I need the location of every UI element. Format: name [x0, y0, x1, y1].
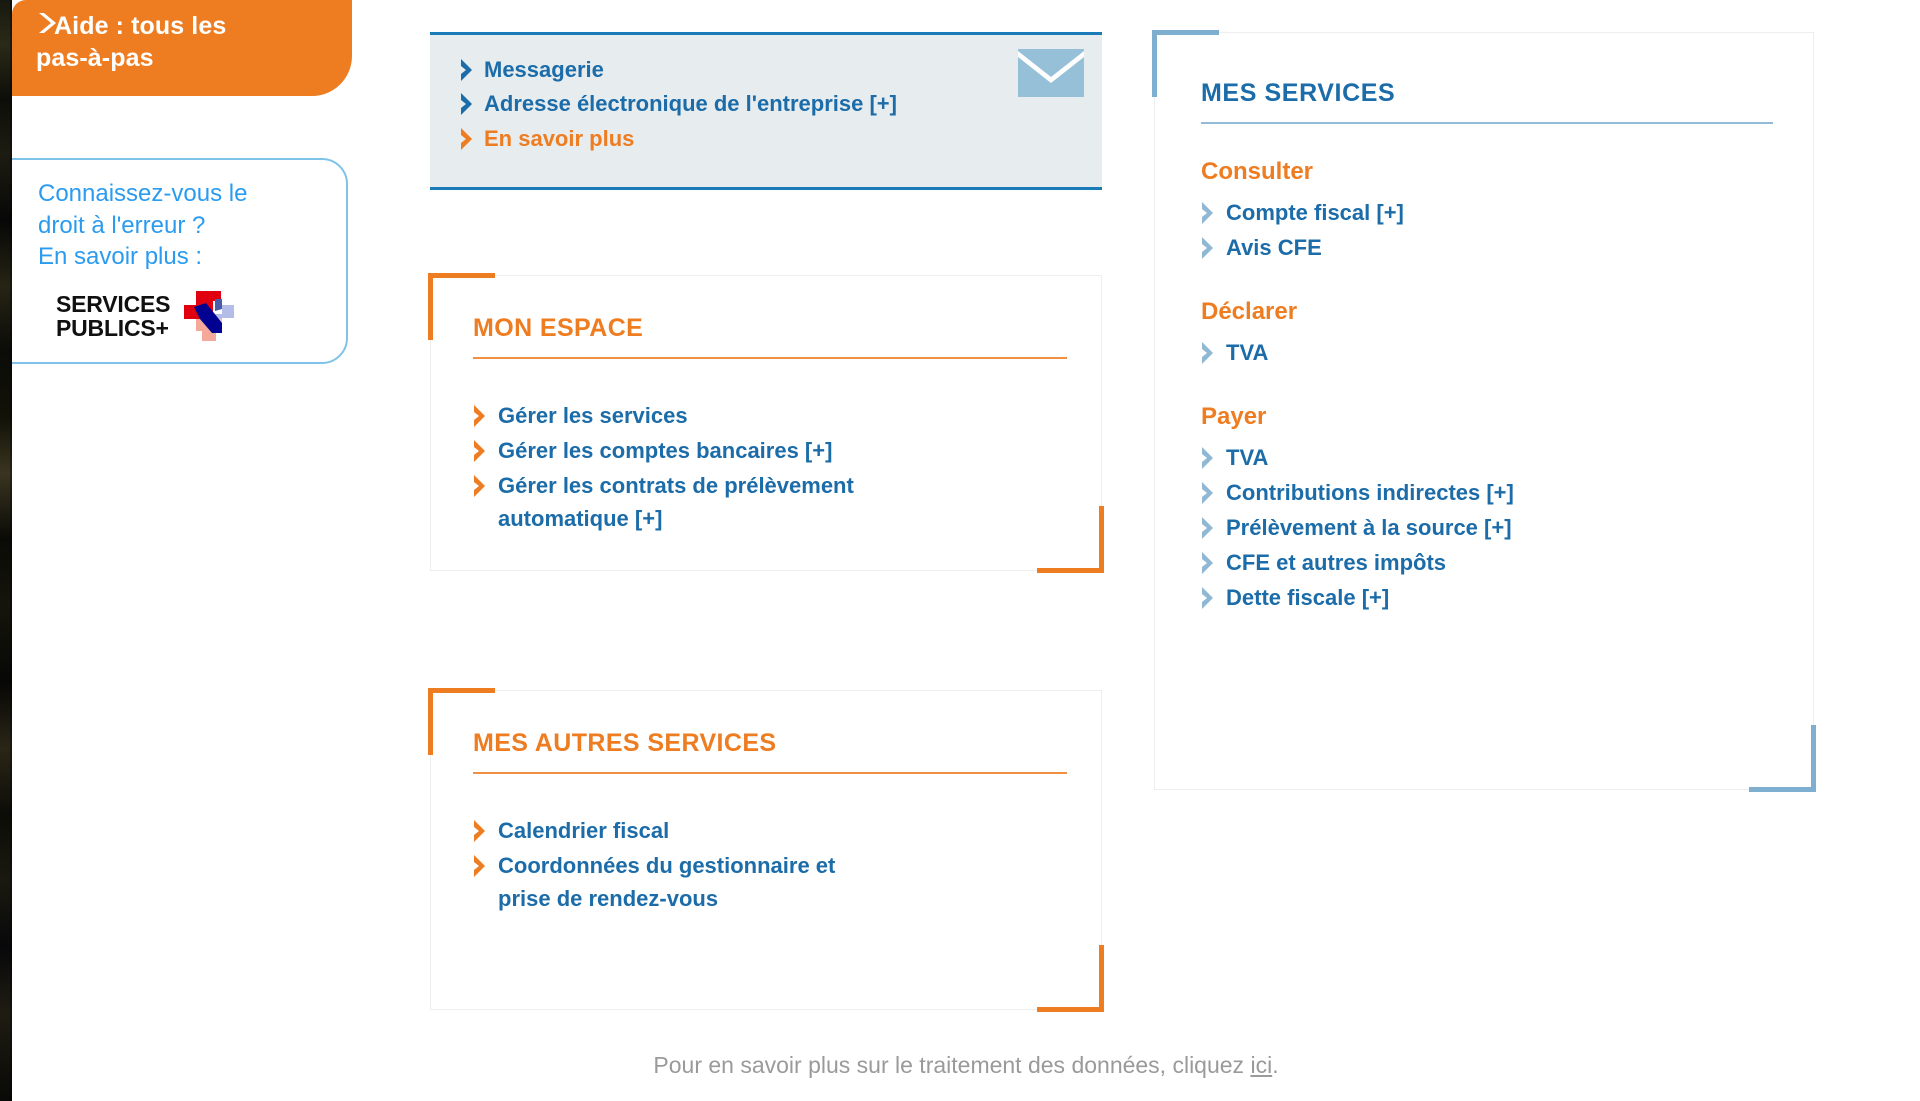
mes-services-item-label: TVA — [1226, 340, 1269, 365]
mon-espace-rule — [473, 357, 1067, 359]
mon-espace-link-list: Gérer les services Gérer les comptes ban… — [473, 399, 1067, 535]
messaging-item-2[interactable]: En savoir plus — [460, 122, 1080, 155]
mes-services-group-heading: Payer — [1201, 403, 1267, 430]
mes-services-item-declarer-0[interactable]: TVA — [1201, 336, 1773, 369]
mon-espace-item-0[interactable]: Gérer les services — [473, 399, 1067, 432]
mes-services-item-label: TVA — [1226, 445, 1269, 470]
services-publics-logo-line2: PUBLICS+ — [56, 315, 169, 342]
messaging-link-list: Messagerie Adresse électronique de l'ent… — [460, 53, 1080, 155]
mes-services-item-label: Contributions indirectes [+] — [1226, 480, 1514, 505]
footer-text-before: Pour en savoir plus sur le traitement de… — [653, 1052, 1251, 1078]
mon-espace-item-label: Gérer les services — [498, 403, 688, 428]
right-to-error-line1: Connaissez-vous le — [38, 180, 248, 207]
chevron-right-icon — [474, 440, 485, 462]
chevron-right-icon — [474, 405, 485, 427]
chevron-right-icon — [474, 855, 485, 877]
messaging-item-0[interactable]: Messagerie — [460, 53, 1080, 86]
footer-data-notice: Pour en savoir plus sur le traitement de… — [12, 1052, 1920, 1079]
mes-services-item-consulter-0[interactable]: Compte fiscal [+] — [1201, 196, 1773, 229]
mon-espace-item-1[interactable]: Gérer les comptes bancaires [+] — [473, 434, 1067, 467]
messaging-panel: Messagerie Adresse électronique de l'ent… — [430, 32, 1102, 190]
mes-services-item-payer-3[interactable]: CFE et autres impôts — [1201, 546, 1773, 579]
mes-services-item-label: Compte fiscal [+] — [1226, 200, 1404, 225]
autres-services-item-label: Coordonnées du gestionnaire et prise de … — [498, 853, 836, 911]
mes-services-rule — [1201, 122, 1773, 124]
mes-services-item-label: CFE et autres impôts — [1226, 550, 1447, 575]
mes-services-item-label: Dette fiscale [+] — [1226, 585, 1390, 610]
right-to-error-line3: En savoir plus : — [38, 243, 203, 271]
right-to-error-line2: droit à l'erreur ? — [38, 211, 206, 239]
chevron-right-icon — [36, 11, 58, 39]
messaging-item-label: Adresse électronique de l'entreprise [+] — [484, 91, 897, 117]
chevron-right-icon — [474, 475, 485, 497]
mes-services-payer-list: TVA Contributions indirectes [+] Prélève… — [1201, 441, 1773, 614]
messaging-item-label: En savoir plus — [484, 125, 635, 151]
services-publics-logo-line1: SERVICES — [56, 290, 171, 317]
mes-services-consulter-list: Compte fiscal [+] Avis CFE — [1201, 196, 1773, 264]
chevron-right-icon — [461, 93, 472, 116]
mes-services-group-declarer: Déclarer TVA — [1201, 298, 1773, 369]
mes-services-item-payer-0[interactable]: TVA — [1201, 441, 1773, 474]
autres-services-card: MES AUTRES SERVICES Calendrier fiscal Co… — [428, 688, 1104, 1012]
page-canvas: Aide : tous les pas-à-pas Connaissez-vou… — [12, 0, 1920, 1101]
autres-services-link-list: Calendrier fiscal Coordonnées du gestion… — [473, 814, 1067, 915]
chevron-right-icon — [1202, 342, 1213, 364]
chevron-right-icon — [1202, 482, 1213, 504]
mon-espace-card: MON ESPACE Gérer les services Gérer les … — [428, 273, 1104, 573]
mes-services-item-consulter-1[interactable]: Avis CFE — [1201, 231, 1773, 264]
envelope-icon — [1018, 49, 1084, 97]
help-steps-line1: Aide : tous les — [54, 12, 227, 40]
mes-services-declarer-list: TVA — [1201, 336, 1773, 369]
footer-text-after: . — [1272, 1052, 1279, 1078]
services-publics-cross-icon — [184, 291, 235, 342]
mes-services-card: MES SERVICES Consulter Compte fiscal [+]… — [1152, 30, 1816, 792]
mon-espace-title: MON ESPACE — [473, 314, 644, 342]
autres-services-title: MES AUTRES SERVICES — [473, 729, 777, 757]
mon-espace-item-label: Gérer les comptes bancaires [+] — [498, 438, 833, 463]
chevron-right-icon — [1202, 237, 1213, 259]
left-edge-photo-strip — [0, 0, 12, 1101]
mes-services-title: MES SERVICES — [1201, 79, 1396, 107]
mes-services-item-payer-2[interactable]: Prélèvement à la source [+] — [1201, 511, 1773, 544]
mes-services-group-payer: Payer TVA Contributions indirectes [+] — [1201, 403, 1773, 614]
right-to-error-box[interactable]: Connaissez-vous le droit à l'erreur ? En… — [12, 158, 348, 364]
mes-services-group-consulter: Consulter Compte fiscal [+] Avis CFE — [1201, 158, 1773, 264]
autres-services-item-label: Calendrier fiscal — [498, 818, 670, 843]
mes-services-item-payer-1[interactable]: Contributions indirectes [+] — [1201, 476, 1773, 509]
chevron-right-icon — [1202, 202, 1213, 224]
mon-espace-item-label: Gérer les contrats de prélèvement automa… — [498, 473, 854, 531]
autres-services-item-1[interactable]: Coordonnées du gestionnaire et prise de … — [473, 849, 1067, 915]
mes-services-group-heading: Déclarer — [1201, 298, 1298, 325]
mes-services-item-label: Prélèvement à la source [+] — [1226, 515, 1512, 540]
footer-link-ici[interactable]: ici — [1250, 1052, 1273, 1078]
chevron-right-icon — [1202, 447, 1213, 469]
mes-services-item-payer-4[interactable]: Dette fiscale [+] — [1201, 581, 1773, 614]
chevron-right-icon — [461, 59, 472, 81]
chevron-right-icon — [1202, 587, 1213, 609]
messaging-item-label: Messagerie — [484, 57, 604, 82]
autres-services-rule — [473, 772, 1067, 774]
autres-services-item-0[interactable]: Calendrier fiscal — [473, 814, 1067, 847]
mes-services-group-heading: Consulter — [1201, 158, 1314, 185]
help-steps-tab[interactable]: Aide : tous les pas-à-pas — [12, 0, 352, 96]
messaging-item-1[interactable]: Adresse électronique de l'entreprise [+] — [460, 87, 1080, 120]
chevron-right-icon — [461, 127, 472, 150]
mes-services-item-label: Avis CFE — [1226, 235, 1322, 260]
chevron-right-icon — [1202, 517, 1213, 539]
services-publics-plus-logo[interactable]: SERVICES PUBLICS+ — [56, 289, 328, 343]
chevron-right-icon — [474, 820, 485, 842]
mon-espace-item-2[interactable]: Gérer les contrats de prélèvement automa… — [473, 469, 1067, 535]
help-steps-line2: pas-à-pas — [36, 43, 154, 72]
chevron-right-icon — [1202, 552, 1213, 574]
